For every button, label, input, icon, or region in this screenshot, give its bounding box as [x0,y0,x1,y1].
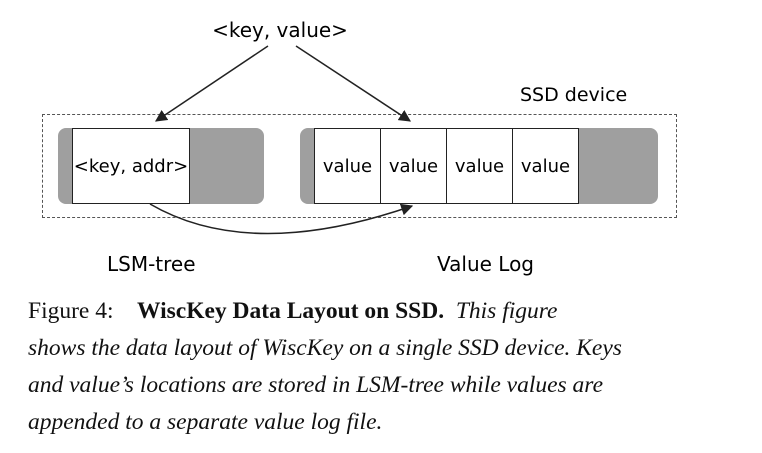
value-cell: value [380,128,447,204]
key-value-label: <key, value> [212,18,348,42]
addr-pointer-arrow [149,203,414,235]
arrow-to-lsm [155,45,269,122]
arrow-to-vlog [295,45,412,122]
value-cell: value [446,128,513,204]
caption-text-3: and value’s locations are stored in LSM-… [28,372,604,398]
value-log-label: Value Log [437,252,535,276]
caption-text-1: This figure [455,298,558,324]
lsm-tree-label: LSM-tree [107,252,196,276]
caption-line-1: Figure 4: WiscKey Data Layout on SSD. Th… [28,293,738,330]
figure-number: Figure 4: [28,298,114,324]
figure-title: WiscKey Data Layout on SSD. [137,298,445,324]
caption-text-4: appended to a separate value log file. [28,409,383,435]
ssd-device-box [42,114,677,218]
caption-text-2: shows the data layout of WiscKey on a si… [28,335,622,361]
ssd-device-label: SSD device [520,84,628,106]
figure-caption: Figure 4: WiscKey Data Layout on SSD. Th… [28,293,738,441]
value-cell: value [512,128,579,204]
key-addr-cell: <key, addr> [72,128,190,204]
